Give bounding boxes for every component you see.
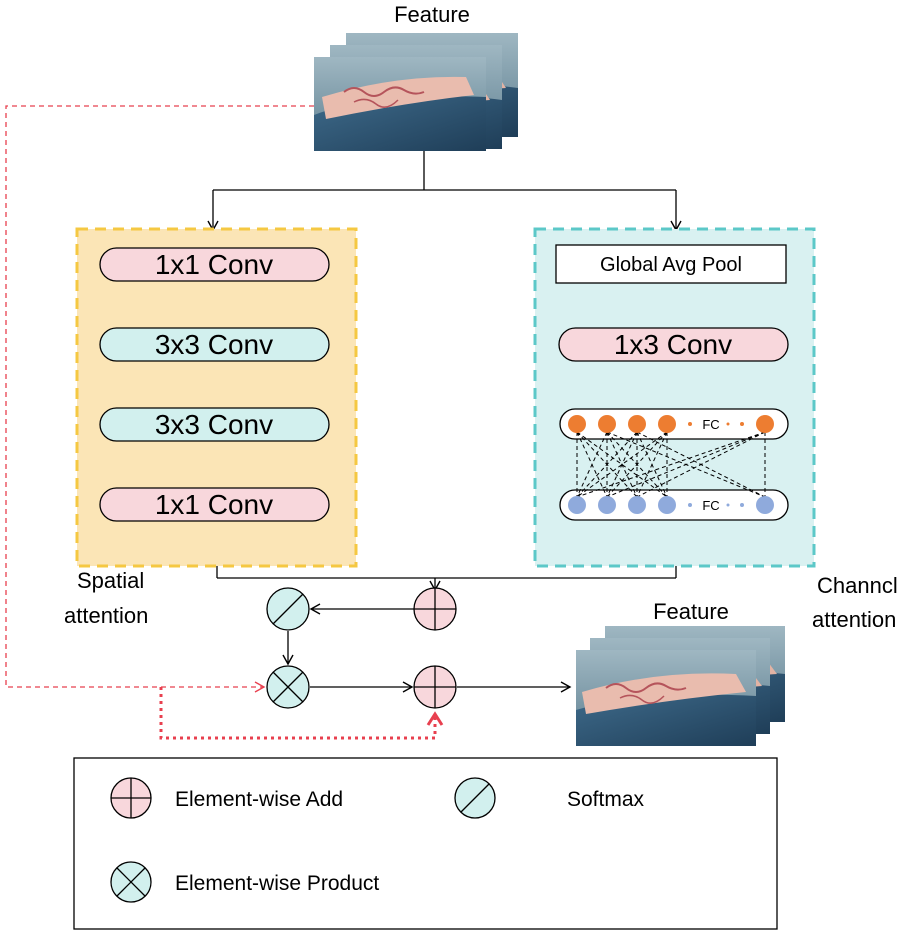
skip-to-product bbox=[5, 105, 314, 693]
channel-attention-label-line2: attention bbox=[812, 607, 896, 632]
input-feature-label: Feature bbox=[394, 2, 470, 27]
softmax-node bbox=[266, 587, 310, 631]
legend-add-label: Element-wise Add bbox=[175, 788, 343, 811]
spatial-conv-3-label: 3x3 Conv bbox=[155, 409, 273, 440]
skip-to-final-add bbox=[159, 687, 437, 740]
input-feature-stack: Feature bbox=[314, 2, 518, 151]
skip-arrowhead bbox=[426, 711, 444, 726]
spatial-conv-4: 1x1 Conv bbox=[99, 487, 330, 522]
legend-add-icon bbox=[110, 777, 152, 819]
spatial-conv-1: 1x1 Conv bbox=[99, 247, 330, 282]
spatial-conv-3: 3x3 Conv bbox=[99, 407, 330, 442]
fc-layer-diagram: FC FC bbox=[559, 408, 789, 521]
spatial-attention-block: 1x1 Conv 3x3 Conv 3x3 Conv 1x1 Conv Spat… bbox=[64, 227, 358, 628]
legend-product-label: Element-wise Product bbox=[175, 872, 379, 895]
channel-attention-label-line1: Channcl bbox=[817, 573, 898, 598]
feature-map-front bbox=[314, 57, 486, 151]
channel-conv-label: 1x3 Conv bbox=[614, 329, 732, 360]
spatial-conv-2: 3x3 Conv bbox=[99, 327, 330, 362]
channel-conv: 1x3 Conv bbox=[558, 327, 789, 362]
output-feature-stack: Feature bbox=[576, 599, 785, 746]
add-node-1 bbox=[413, 587, 457, 631]
spatial-conv-2-label: 3x3 Conv bbox=[155, 329, 273, 360]
legend-softmax-label: Softmax bbox=[567, 788, 645, 811]
global-avg-pool: Global Avg Pool bbox=[555, 244, 787, 284]
fc-connections bbox=[576, 431, 766, 498]
legend: Element-wise Add Softmax Element-wise Pr… bbox=[73, 757, 778, 930]
fc-bottom-nodes bbox=[568, 496, 774, 514]
output-map-front bbox=[576, 650, 756, 746]
spatial-attention-label-line2: attention bbox=[64, 603, 148, 628]
add-node-2 bbox=[413, 665, 457, 709]
product-node bbox=[266, 665, 310, 709]
spatial-attention-label-line1: Spatial bbox=[77, 568, 144, 593]
channel-attention-block: Global Avg Pool 1x3 Conv bbox=[533, 227, 898, 632]
legend-product-icon bbox=[110, 861, 152, 903]
global-avg-pool-label: Global Avg Pool bbox=[600, 254, 742, 276]
fc-top-nodes bbox=[568, 415, 774, 433]
legend-frame bbox=[73, 757, 778, 930]
fc-top-label: FC bbox=[702, 417, 719, 432]
output-feature-label: Feature bbox=[653, 599, 729, 624]
skip-connections bbox=[5, 105, 444, 740]
merge-connectors bbox=[216, 566, 677, 693]
legend-softmax-icon bbox=[454, 777, 496, 819]
split-connector bbox=[207, 151, 682, 232]
spatial-conv-1-label: 1x1 Conv bbox=[155, 249, 273, 280]
fc-bottom-label: FC bbox=[702, 498, 719, 513]
spatial-conv-4-label: 1x1 Conv bbox=[155, 489, 273, 520]
